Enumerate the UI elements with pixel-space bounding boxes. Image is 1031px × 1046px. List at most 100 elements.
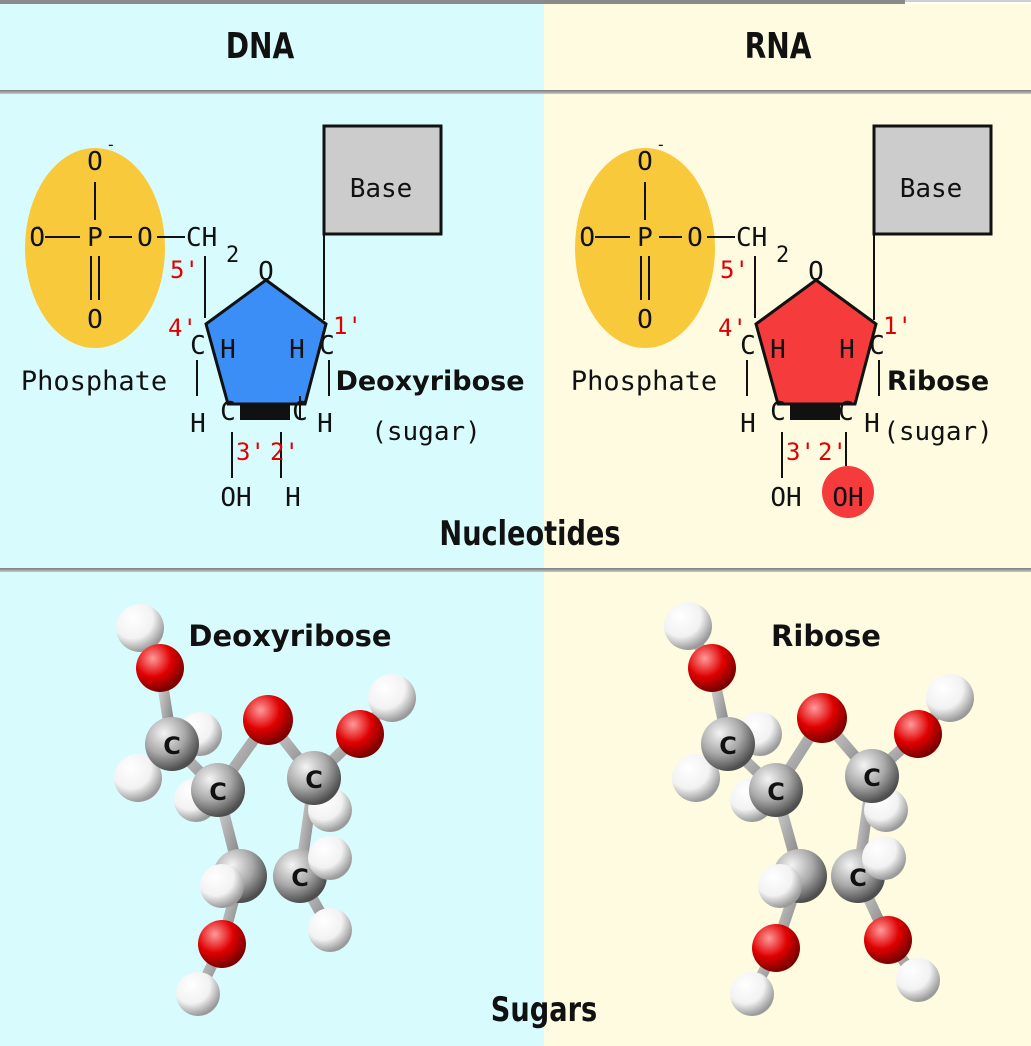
dna-bridge-oxygen: O: [137, 223, 153, 253]
deoxyribose-h-atom: [114, 754, 162, 802]
rna-minus-sign-left: -: [583, 217, 593, 236]
dna-nucleotide: O - - O P O O CH 2 O C C C C H H H H OH …: [21, 124, 525, 513]
ribose-c-label: C: [863, 764, 881, 792]
rna-bridge-oxygen: O: [687, 223, 703, 253]
rna-double-bond-oxygen: O: [637, 305, 653, 335]
ribose-ring-o-atom: [797, 693, 847, 743]
dna-sugar-ring: [204, 278, 328, 406]
rna-minus-sign-top: -: [656, 135, 666, 154]
rna-sugar-note: (sugar): [883, 417, 993, 447]
dna-ring-oxygen: O: [258, 257, 274, 287]
ribose-h-atom: [664, 602, 712, 650]
ribose-c1-atom: [845, 749, 899, 803]
dna-h-c4: H: [220, 335, 236, 365]
rna-c4: C: [740, 331, 756, 361]
deoxyribose-h-atom: [308, 836, 352, 880]
rna-ch2-subscript: 2: [776, 243, 789, 268]
dna-sugar-note: (sugar): [371, 417, 481, 447]
rna-o-minus-top: O: [637, 147, 653, 177]
header-separator: [0, 90, 1031, 94]
dna-h-c2: H: [317, 409, 333, 439]
ribose-o-atom: [752, 924, 800, 972]
dna-heading: DNA: [225, 26, 295, 67]
dna-minus-sign-left: -: [33, 217, 43, 236]
dna-h-c1: H: [289, 335, 305, 365]
dna-pos-4: 4': [168, 314, 197, 342]
dna-sugar-name: Deoxyribose: [335, 366, 524, 397]
deoxyribose-c-label: C: [305, 766, 323, 794]
dna-c2: C: [292, 397, 308, 427]
dna-c1: C: [319, 331, 335, 361]
rna-pos-5: 5': [720, 256, 749, 284]
rna-o-minus-left: O: [579, 223, 595, 253]
rna-2oh-highlight: [822, 466, 874, 518]
dna-pos-2: 2': [270, 438, 299, 466]
deoxyribose-o-atom: [136, 644, 184, 692]
dna-double-bond-oxygen: O: [87, 305, 103, 335]
top-border-right: [905, 0, 1031, 2]
deoxyribose-h-atom: [308, 908, 352, 952]
deoxyribose-h-atom: [368, 674, 416, 722]
sugars-title: Sugars: [490, 990, 598, 1030]
rna-c3: C: [770, 397, 786, 427]
rna-pos-3: 3': [786, 438, 815, 466]
rna-c2: C: [838, 397, 854, 427]
deoxyribose-c-label: C: [291, 864, 309, 892]
dna-ch2-subscript: 2: [226, 243, 239, 268]
rna-base-label: Base: [900, 174, 963, 204]
deoxyribose-o-atom: [336, 710, 384, 758]
dna-c3: C: [220, 397, 236, 427]
ribose-c-label: C: [767, 778, 785, 806]
dna-ch2: CH: [186, 223, 217, 253]
rna-oh-c2: OH: [832, 483, 863, 513]
dna-phosphorus: P: [87, 223, 103, 253]
ribose-model-label: Ribose: [771, 619, 881, 653]
dna-pos-5: 5': [170, 256, 199, 284]
dna-o-minus-top: O: [87, 147, 103, 177]
deoxyribose-model-label: Deoxyribose: [188, 619, 391, 653]
rna-sugar-ring: [754, 278, 878, 406]
deoxyribose-c-label: C: [209, 778, 227, 806]
top-border: [0, 0, 905, 4]
rna-sugar-name: Ribose: [887, 366, 989, 397]
deoxyribose-h-atom: [176, 972, 220, 1016]
rna-h-c4: H: [770, 335, 786, 365]
rna-oh-c3: OH: [770, 483, 801, 513]
ribose-c5-atom: [701, 717, 755, 771]
nucleotides-title: Nucleotides: [439, 514, 621, 554]
deoxyribose-ring-o-atom: [243, 695, 293, 745]
dna-pos-1: 1': [333, 312, 362, 340]
rna-ring-oxygen: O: [808, 257, 824, 287]
deoxyribose-ball-model: C C C C: [114, 604, 416, 1016]
ribose-h-atom: [758, 864, 802, 908]
rna-heading: RNA: [744, 26, 812, 67]
rna-ch2: CH: [736, 223, 767, 253]
dna-c4: C: [190, 331, 206, 361]
ribose-h-atom: [926, 674, 974, 722]
rna-pos-4: 4': [718, 314, 747, 342]
rna-pos-1: 1': [883, 312, 912, 340]
dna-o-minus-left: O: [29, 223, 45, 253]
dna-pos-3: 3': [236, 438, 265, 466]
dna-oh-c3: OH: [220, 483, 251, 513]
ribose-ball-model: C C C C: [664, 602, 974, 1016]
ribose-c-label: C: [719, 732, 737, 760]
deoxyribose-o-atom: [198, 920, 246, 968]
dna-phosphate-label: Phosphate: [21, 366, 167, 397]
ribose-h-atom: [862, 836, 906, 880]
ribose-o-atom: [894, 710, 942, 758]
ribose-c-label: C: [849, 864, 867, 892]
deoxyribose-h-atom: [200, 864, 244, 908]
rna-pos-2: 2': [818, 438, 847, 466]
deoxyribose-c5-atom: [145, 717, 199, 771]
ribose-2oh-o-atom: [864, 916, 912, 964]
ribose-o-atom: [688, 644, 736, 692]
dna-h-c3: H: [190, 409, 206, 439]
ribose-h-atom: [896, 958, 940, 1002]
rna-h-c3: H: [740, 409, 756, 439]
rna-phosphorus: P: [637, 223, 653, 253]
section-separator: [0, 568, 1031, 572]
ribose-h-atom: [672, 754, 720, 802]
dna-h-c2-lower: H: [285, 483, 301, 513]
